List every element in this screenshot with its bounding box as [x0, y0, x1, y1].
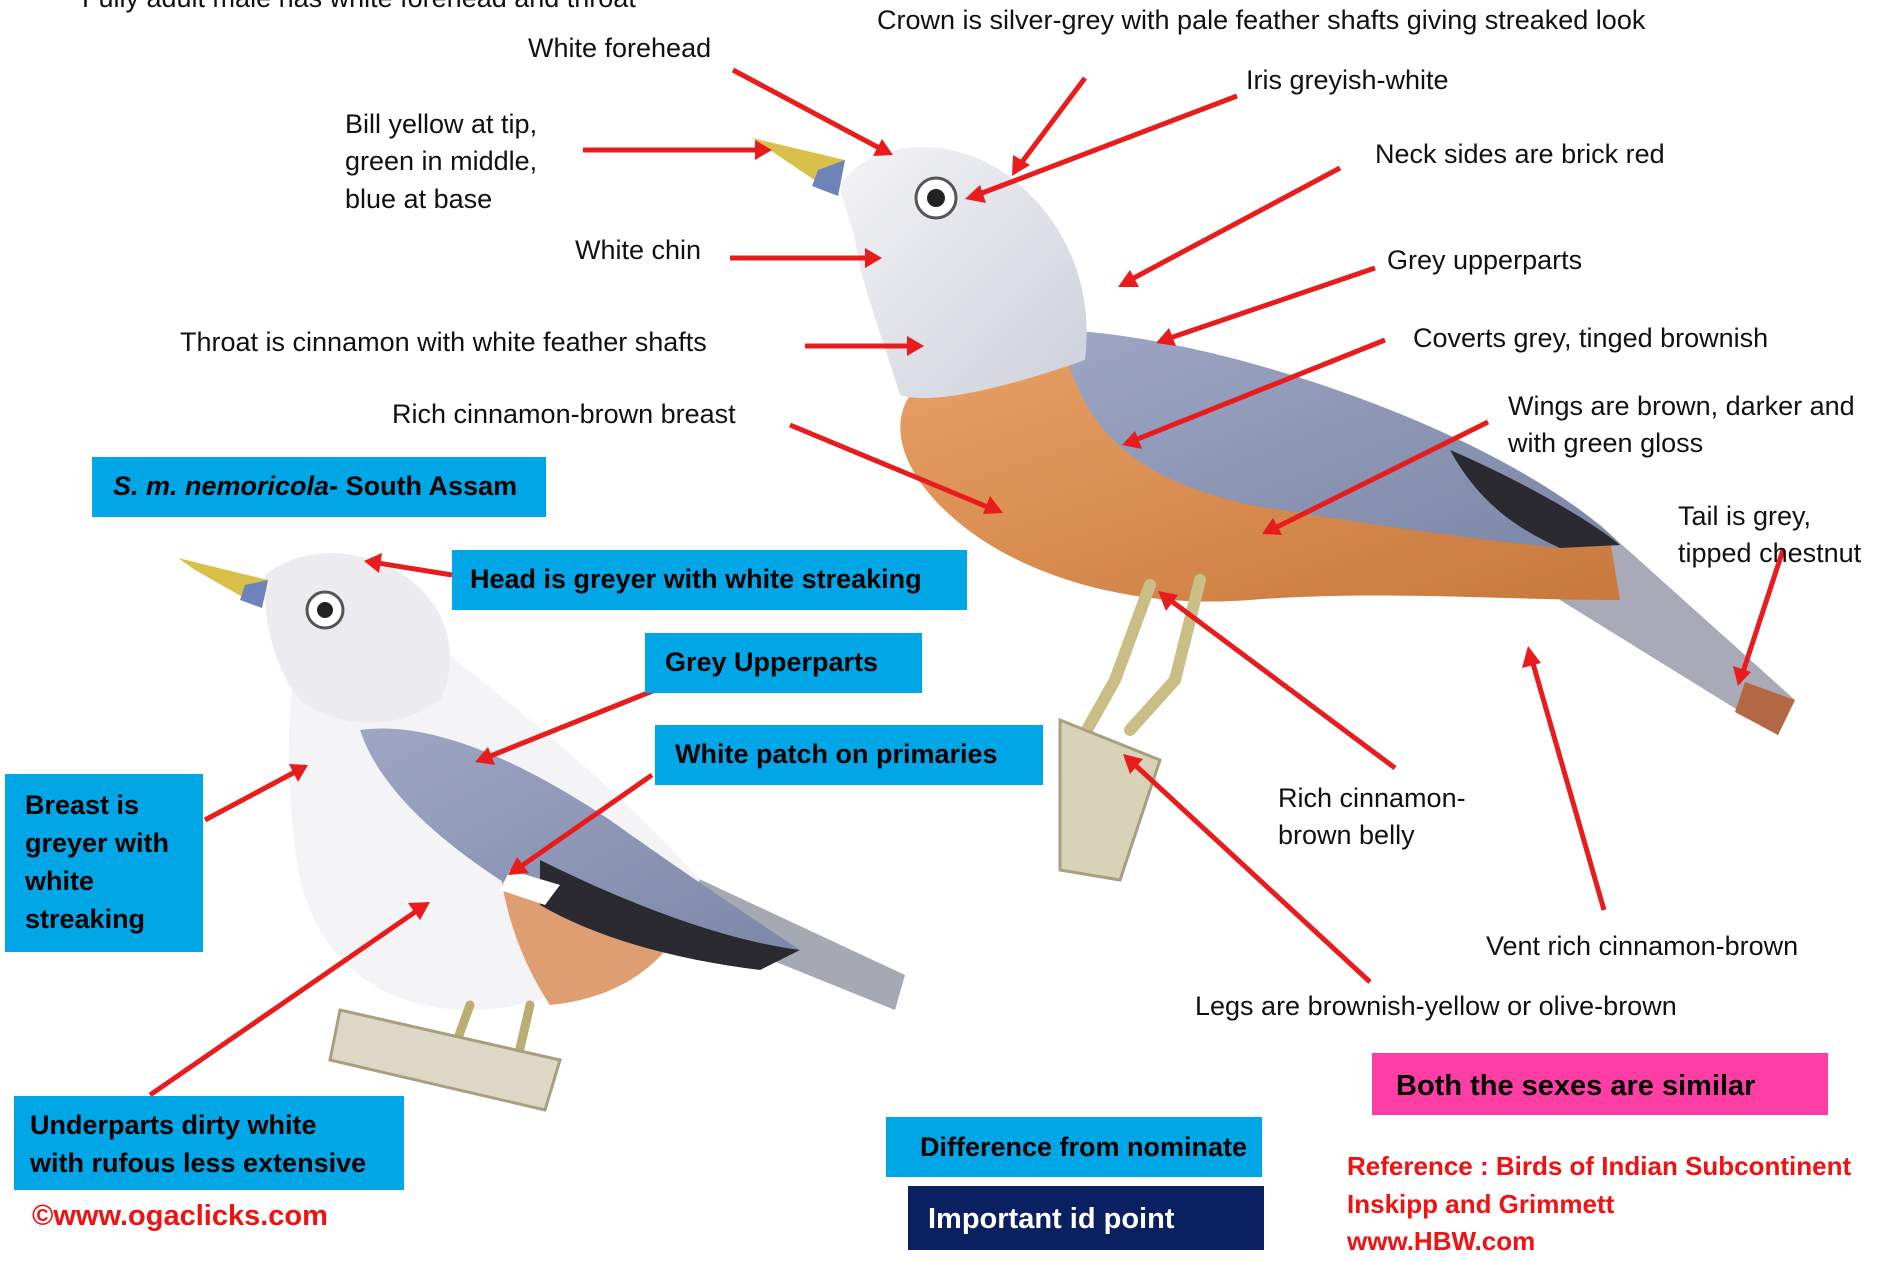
label-bill-line: green in middle, — [345, 143, 537, 180]
label-bill-line: Bill yellow at tip, — [345, 106, 537, 143]
label-crown: Crown is silver-grey with pale feather s… — [877, 2, 1645, 39]
legend-sexes-box: Both the sexes are similar — [1372, 1053, 1828, 1115]
difference-box-primaries: White patch on primaries — [655, 725, 1043, 785]
label-forehead: White forehead — [528, 30, 711, 67]
reference-line: www.HBW.com — [1347, 1223, 1851, 1261]
label-tail-line: tipped chestnut — [1678, 535, 1861, 572]
label-upperparts: Grey upperparts — [1387, 242, 1582, 279]
top-partial-caption: Fully adult male has white forehead and … — [82, 0, 636, 17]
difference-box-head: Head is greyer with white streaking — [452, 550, 967, 610]
label-legs: Legs are brownish-yellow or olive-brown — [1195, 988, 1677, 1025]
difference-box-underparts-line: with rufous less extensive — [30, 1144, 404, 1182]
difference-box-underparts: Underparts dirty white with rufous less … — [14, 1096, 404, 1190]
copyright-text: ©www.ogaclicks.com — [32, 1200, 328, 1233]
arrow-upperparts — [1170, 268, 1375, 338]
reference-line: Inskipp and Grimmett — [1347, 1186, 1851, 1224]
label-wings: Wings are brown, darker and with green g… — [1508, 388, 1855, 463]
label-chin: White chin — [575, 232, 701, 269]
difference-box-breast-line: white — [25, 862, 203, 900]
label-tail-line: Tail is grey, — [1678, 498, 1861, 535]
difference-box-upperparts: Grey Upperparts — [645, 633, 922, 693]
label-bill: Bill yellow at tip, green in middle, blu… — [345, 106, 537, 218]
arrow-vent — [1532, 660, 1604, 910]
label-belly-line: brown belly — [1278, 817, 1466, 854]
subspecies-name: S. m. nemoricola — [113, 471, 329, 501]
label-neck: Neck sides are brick red — [1375, 136, 1665, 173]
difference-box-breast-line: streaking — [25, 900, 203, 938]
label-vent: Vent rich cinnamon-brown — [1486, 928, 1798, 965]
label-throat: Throat is cinnamon with white feather sh… — [180, 324, 707, 361]
difference-box-breast: Breast is greyer with white streaking — [5, 774, 203, 952]
arrow-belly — [1170, 600, 1395, 768]
label-belly: Rich cinnamon- brown belly — [1278, 780, 1466, 855]
legend-difference-box: Difference from nominate — [886, 1117, 1262, 1177]
arrow-crown — [1019, 78, 1085, 166]
legend-important-box: Important id point — [908, 1186, 1264, 1250]
label-wings-line: Wings are brown, darker and — [1508, 388, 1855, 425]
reference-block: Reference : Birds of Indian Subcontinent… — [1347, 1148, 1851, 1261]
subspecies-region: - South Assam — [329, 471, 517, 501]
nominate-head — [840, 147, 1087, 398]
label-breast: Rich cinnamon-brown breast — [392, 396, 736, 433]
arrow-sub-breast — [205, 772, 295, 820]
label-belly-line: Rich cinnamon- — [1278, 780, 1466, 817]
label-coverts: Coverts grey, tinged brownish — [1413, 320, 1768, 357]
label-bill-line: blue at base — [345, 181, 537, 218]
nominate-perch — [1060, 720, 1160, 880]
arrow-neck — [1130, 168, 1340, 280]
arrow-iris — [977, 96, 1237, 195]
subspecies-title-box: S. m. nemoricola- South Assam — [92, 457, 546, 517]
difference-box-breast-line: Breast is — [25, 786, 203, 824]
difference-box-breast-line: greyer with — [25, 824, 203, 862]
label-wings-line: with green gloss — [1508, 425, 1855, 462]
reference-line: Reference : Birds of Indian Subcontinent — [1347, 1148, 1851, 1186]
difference-box-underparts-line: Underparts dirty white — [30, 1106, 404, 1144]
label-tail: Tail is grey, tipped chestnut — [1678, 498, 1861, 573]
arrow-forehead — [733, 70, 883, 150]
label-iris: Iris greyish-white — [1246, 62, 1449, 99]
